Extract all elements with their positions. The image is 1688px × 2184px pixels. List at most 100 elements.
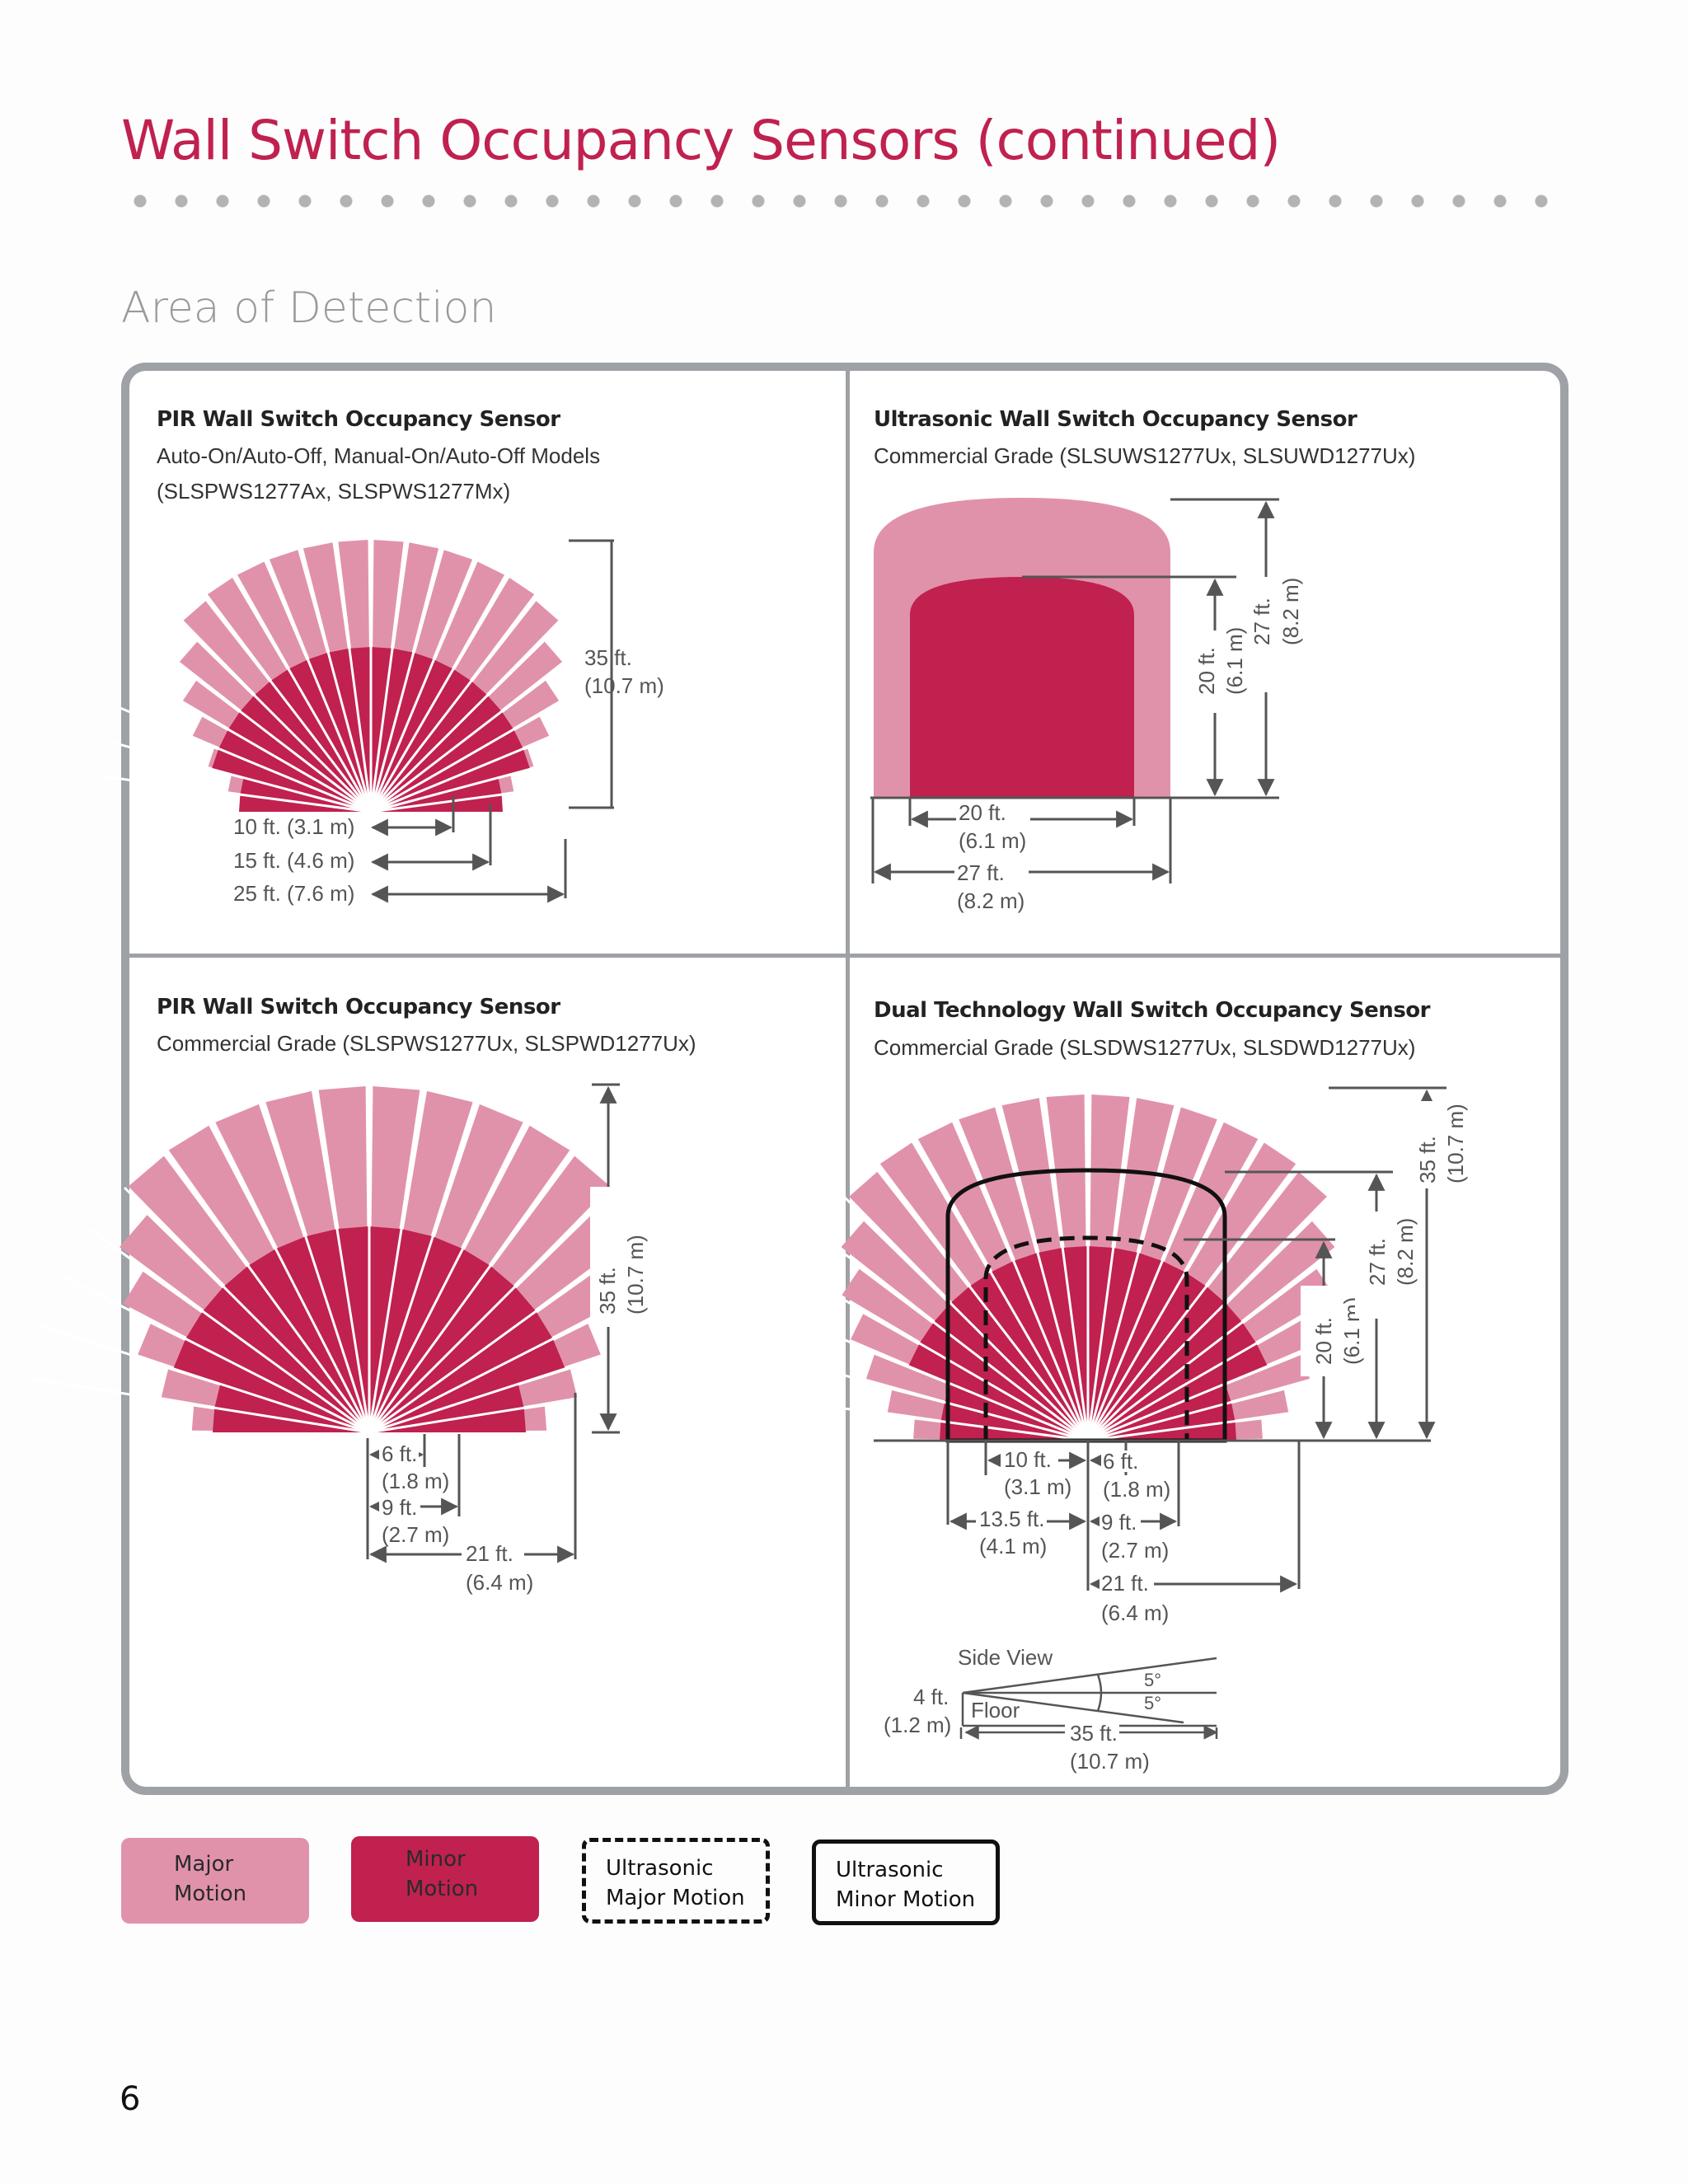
wedge-separator-line [369,560,476,813]
wedge-separator-line [753,1349,1089,1442]
minor-motion-wedge [202,1286,369,1432]
wedge-separator-line [368,1324,699,1434]
p4-h2-ft: 27 ft. [1365,1238,1390,1286]
p4-h1-ft: 20 ft. [1311,1317,1336,1365]
wedge-separator-line [368,1123,528,1433]
p4-h3-ft: 35 ft. [1415,1136,1440,1183]
wedge-separator-line [123,1186,371,1434]
wedge-separator-line [1086,1120,1222,1441]
p4-ultrasonic-major-outline [983,1235,1189,1443]
wedge-separator-line [26,1376,370,1434]
minor-motion-wedge [369,1249,490,1432]
legend-minor-motion: Minor Motion [351,1836,539,1922]
p2-minor-motion-area [910,577,1134,798]
minor-motion-wedge [248,1249,369,1432]
minor-motion-wedge [371,681,488,812]
wedge-separator-line [265,560,373,813]
wedge-separator-line [368,1090,425,1433]
p2-h2-m: (8.2 m) [1278,578,1303,645]
legend-us-minor-line1: Ultrasonic [836,1858,944,1882]
page-title: Wall Switch Occupancy Sensors (continued… [121,109,1281,172]
wedge-separator-line [370,674,607,813]
wedge-separator-line [1087,1349,1423,1442]
wedge-separator-line [313,1090,371,1433]
p1-dist-10ft: 10 ft. (3.1 m) [233,814,354,839]
wedge-separator-line [1086,1105,1179,1441]
p3-d2-ft: 9 ft. [382,1495,417,1520]
p3-wedge-separators [26,1086,712,1434]
wedge-separator-line [369,618,565,813]
wedge-separator-line [260,1103,371,1433]
wedge-separator-line [368,1151,574,1433]
legend-us-minor-line2: Minor Motion [836,1887,976,1912]
wedge-separator-line [1086,1097,1135,1441]
minor-motion-wedge [371,695,502,812]
wedge-separator-line [787,1266,1089,1442]
p4-l2-m: (4.1 m) [979,1534,1047,1558]
minor-motion-wedge [369,1236,463,1432]
p4-wedge-separators [744,1094,1432,1442]
wedge-separator-line [1086,1194,1334,1442]
panel3-pir-fan-diagram [26,1086,712,1434]
p2-h1-m: (6.1 m) [1222,627,1247,695]
minor-motion-wedge [371,711,514,812]
minor-motion-wedge [223,1265,369,1432]
p4-angle-lower: 5° [1144,1693,1161,1713]
panel4-subtitle: Commercial Grade (SLSDWS1277Ux, SLSDWD12… [874,1035,1416,1060]
panel1-pir-fan-diagram [101,540,641,813]
wedge-separator-line [954,1120,1090,1441]
wedge-separator-line [744,1394,1089,1442]
p3-d3-ft: 21 ft. [466,1541,513,1566]
p4-r2-m: (2.7 m) [1101,1538,1169,1563]
minor-motion-wedge [1088,1272,1207,1441]
p4-ultrasonic-minor-outline [945,1168,1227,1443]
p4-r3-m: (6.4 m) [1101,1601,1169,1625]
panel1-heading: PIR Wall Switch Occupancy Sensor [157,407,560,432]
p4-l1-ft: 10 ft. [1004,1447,1052,1472]
wedge-separator-line [370,740,635,813]
wedge-separator-line [1086,1165,1300,1441]
wedge-separator-line [334,541,373,813]
wedge-separator-line [996,1105,1090,1441]
minor-motion-wedge [369,1265,515,1432]
panel-divider-horizontal [121,954,1568,958]
p3-d1-ft: 6 ft. [382,1441,417,1466]
dotted-divider [120,194,1570,208]
wedge-separator-line [842,1194,1090,1442]
panel4-heading: Dual Technology Wall Switch Occupancy Se… [874,998,1430,1023]
p4-height-ft: 4 ft. [913,1685,949,1709]
minor-motion-wedge [1088,1322,1257,1441]
wedge-separator-line [177,618,373,813]
p1-dimensions [370,539,614,903]
panel3-subtitle: Commercial Grade (SLSPWS1277Ux, SLSPWD12… [157,1031,696,1056]
wedge-separator-line [369,595,538,813]
p4-side-view-label: Side View [958,1645,1053,1670]
p1-range-ft: 35 ft. [584,645,632,670]
p2-w2-m: (8.2 m) [957,888,1025,913]
p1-dist-25ft: 25 ft. (7.6 m) [233,881,354,906]
p1-wedge-separators [101,540,641,813]
p3-d2-m: (2.7 m) [382,1522,449,1547]
wedge-separator-line [101,775,372,813]
p4-r3-ft: 21 ft. [1101,1571,1149,1596]
minor-motion-wedge [275,1236,369,1432]
minor-motion-wedge [369,1286,537,1432]
wedge-separator-line [60,1273,370,1434]
p4-side-range-m: (10.7 m) [1070,1749,1150,1774]
legend-us-major-line2: Major Motion [606,1886,745,1910]
legend-major-motion: Major Motion [121,1838,309,1924]
wedge-separator-line [1086,1140,1263,1441]
wedge-separator-line [299,548,373,813]
wedge-separator-line [370,644,588,813]
p2-h1-ft: 20 ft. [1194,647,1219,695]
p4-r1-ft: 6 ft. [1103,1449,1138,1474]
minor-motion-wedge [254,681,371,812]
wedge-separator-line [812,1229,1089,1442]
legend-minor-line2: Motion [406,1877,479,1901]
minor-motion-wedge [369,1311,553,1432]
minor-motion-wedge [1088,1261,1185,1441]
wedge-separator-line [370,775,641,813]
p1-dist-15ft: 15 ft. (4.6 m) [233,848,354,873]
minor-motion-wedge [270,668,371,812]
